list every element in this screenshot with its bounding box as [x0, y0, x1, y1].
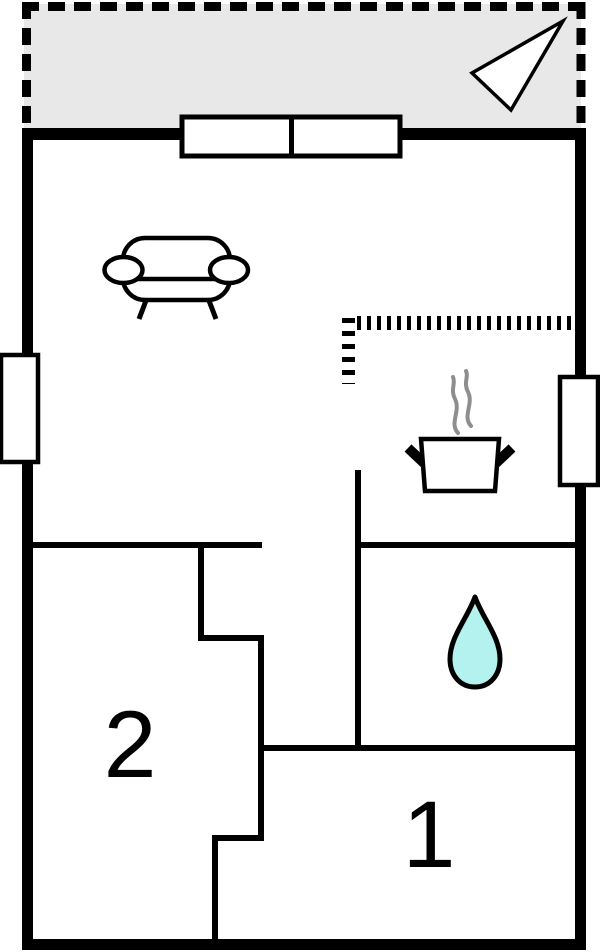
steam-line-right [463, 369, 473, 428]
wall-bathroom-left [355, 470, 361, 751]
terrace [22, 2, 586, 130]
steam-icon [450, 369, 473, 435]
interior-walls [28, 470, 580, 945]
water-drop-icon [447, 594, 503, 690]
wall-bedroom1-top [258, 745, 580, 751]
sofa-icon [102, 235, 251, 320]
wall-hall-left [28, 542, 262, 548]
wall-bedroom2-right-mid [258, 635, 264, 841]
wall-bedroom2-right-upper [198, 542, 204, 641]
window-top [179, 114, 403, 159]
sofa-armrest-left [102, 254, 145, 286]
cooking-pot-icon [404, 369, 516, 494]
wall-hall-right [355, 542, 580, 548]
room-label-bedroom2: 2 [104, 692, 157, 798]
exterior-walls [22, 128, 586, 950]
window-right [557, 374, 600, 488]
wall-exterior-left [22, 128, 33, 950]
room-label-bedroom1: 1 [403, 782, 456, 888]
pot-body [418, 436, 502, 494]
wall-exterior-bottom [22, 939, 586, 950]
terrace-dashed-border [22, 2, 586, 128]
sofa-armrest-right [207, 254, 251, 286]
windows [0, 114, 600, 488]
kitchen-dotted-divider [342, 316, 577, 384]
wall-niche-jog-upper [198, 635, 264, 641]
wall-exterior-right [575, 128, 586, 950]
window-left [0, 352, 41, 465]
wall-bedroom2-right-lower [212, 835, 218, 945]
wall-niche-jog-lower [212, 835, 264, 841]
steam-line-left [450, 375, 460, 435]
north-arrow-icon [469, 16, 568, 113]
